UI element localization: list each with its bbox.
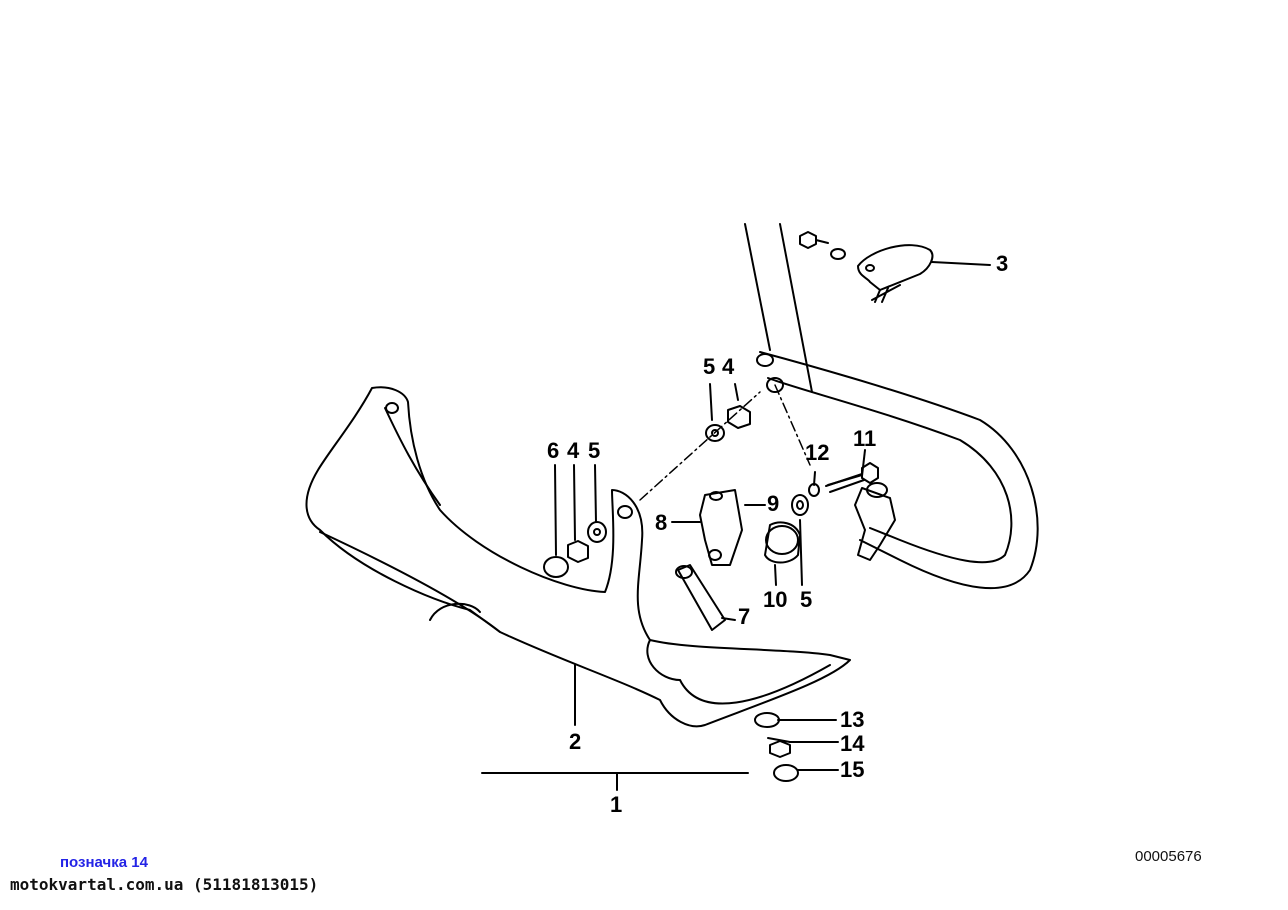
crash-bar	[759, 351, 1039, 590]
footer-site: motokvartal.com.ua (51181813015)	[10, 875, 319, 894]
frame-tube	[744, 223, 813, 393]
callout-11: 11	[853, 426, 877, 451]
upper-bracket	[857, 244, 934, 291]
callout-14: 14	[840, 731, 865, 756]
belly-pan	[305, 386, 851, 728]
clamp-8	[699, 489, 743, 566]
footer-label: позначка 14	[60, 854, 148, 871]
callout-5-right: 5	[800, 587, 813, 612]
callout-12: 12	[805, 440, 830, 465]
callout-8: 8	[655, 510, 668, 535]
callout-1: 1	[610, 792, 623, 817]
callout-13: 13	[840, 707, 865, 732]
rod-7	[677, 564, 726, 631]
callout-2: 2	[569, 729, 582, 754]
callout-9: 9	[767, 491, 780, 516]
callout-6: 6	[547, 438, 560, 463]
callout-10: 10	[763, 587, 788, 612]
callout-3: 3	[996, 251, 1009, 276]
callout-5-upper: 5	[703, 354, 716, 379]
right-clamp	[854, 487, 896, 561]
callout-15: 15	[840, 757, 865, 782]
callout-4-upper: 4	[722, 354, 735, 379]
callout-5-left: 5	[588, 438, 601, 463]
drawing-number: 00005676	[1135, 848, 1202, 865]
callout-7: 7	[738, 604, 751, 629]
rubber-sleeve	[764, 521, 801, 564]
callout-4-left: 4	[567, 438, 580, 463]
